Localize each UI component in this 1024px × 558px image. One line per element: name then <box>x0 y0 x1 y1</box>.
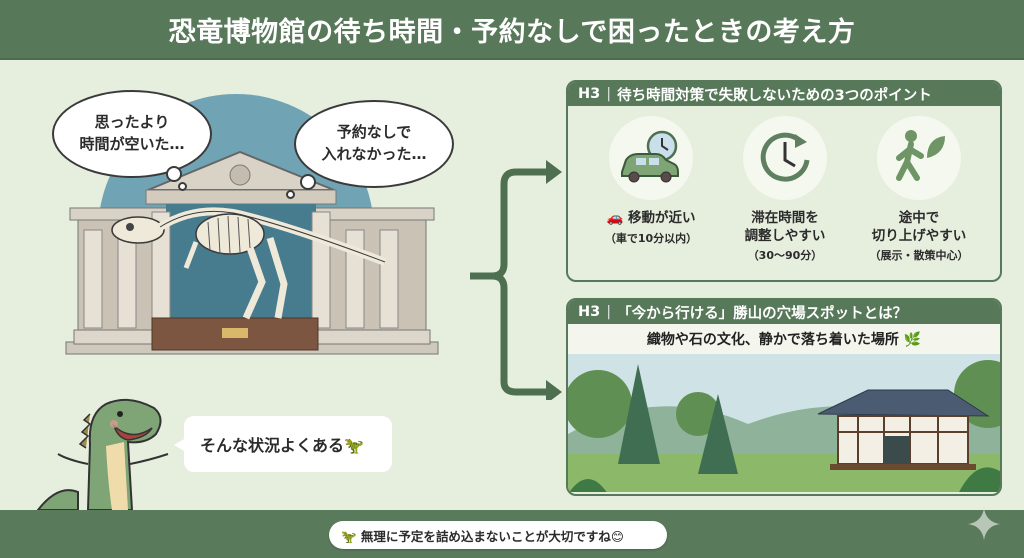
temple-landscape-image <box>568 354 1000 492</box>
spot-subtitle: 織物や石の文化、静かで落ち着いた場所 🌿 <box>568 324 1000 354</box>
page-header: 恐竜博物館の待ち時間・予約なしで困ったときの考え方 <box>0 0 1024 60</box>
temple-forest-icon <box>568 354 1000 492</box>
point-leave-midway: 途中で切り上げやすい （展示・散策中心） <box>858 116 980 263</box>
sparkle-icon <box>968 508 1000 540</box>
thought-dot <box>178 182 187 191</box>
thought-dot <box>300 174 316 190</box>
thought-dot <box>286 190 295 199</box>
spot-card: H3|「今から行ける」勝山の穴場スポットとは？ 織物や石の文化、静かで落ち着いた… <box>566 298 1002 496</box>
thought-dot <box>166 166 182 182</box>
car-clock-icon <box>621 130 679 183</box>
museum-illustration: 思ったより時間が空いた… 予約なしで入れなかった… <box>0 62 480 370</box>
dinosaur-mascot-icon <box>35 398 169 511</box>
point-travel-close: 🚗 移動が近い （車で10分以内） <box>590 116 712 263</box>
thought-bubble-left: 思ったより時間が空いた… <box>52 90 212 178</box>
points-card-header: H3|待ち時間対策で失敗しないための3つのポイント <box>568 82 1000 106</box>
point-adjust-stay: 滞在時間を調整しやすい （30〜90分） <box>724 116 846 263</box>
dino-speech-bubble: そんな状況よくある🦖 <box>174 416 392 472</box>
spot-card-header: H3|「今から行ける」勝山の穴場スポットとは？ <box>568 300 1000 324</box>
branch-arrow-icon <box>470 160 562 400</box>
walking-leaf-icon <box>896 130 945 181</box>
thought-bubble-right: 予約なしで入れなかった… <box>294 100 454 188</box>
page-title: 恐竜博物館の待ち時間・予約なしで困ったときの考え方 <box>168 16 856 48</box>
footer-message: 🦖 無理に予定を詰め込まないことが大切ですね😊 <box>329 521 667 549</box>
points-card: H3|待ち時間対策で失敗しないための3つのポイント 🚗 移動が近い （車で10分… <box>566 80 1002 282</box>
clock-cycle-icon <box>760 132 810 182</box>
